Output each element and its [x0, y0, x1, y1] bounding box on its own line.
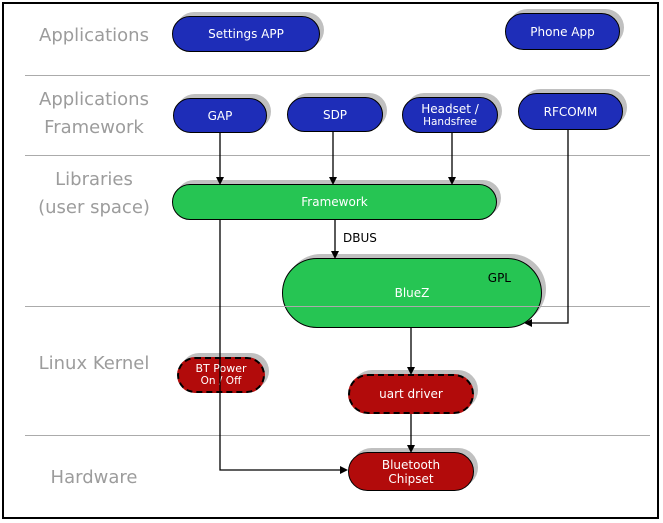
node-rfcomm-label: RFCOMM [543, 104, 598, 119]
layer-label-line: Linux Kernel [38, 353, 150, 374]
node-settings-app: Settings APP [172, 16, 320, 52]
node-uart-driver: uart driver [348, 374, 474, 414]
node-bluetooth-chipset: Bluetooth Chipset [348, 452, 474, 491]
node-settings-app-label: Settings APP [208, 27, 284, 41]
layer-label-line: Applications [39, 89, 149, 110]
node-headset-label-line2: Handsfree [423, 115, 477, 128]
layer-label-applications-framework: Applications Framework [10, 86, 178, 142]
node-chipset-label-line1: Bluetooth [381, 457, 441, 472]
node-rfcomm: RFCOMM [518, 93, 623, 130]
node-bluez-label: BlueZ [394, 286, 430, 300]
layer-label-linux-kernel: Linux Kernel [10, 350, 178, 378]
arrowhead-framework-chipset [340, 466, 348, 474]
node-bt-power-label-line1: BT Power [195, 362, 247, 375]
node-framework-label: Framework [301, 195, 368, 209]
node-bluez: BlueZ GPL [282, 258, 542, 328]
node-headset-label-line1: Headset / [421, 101, 479, 116]
layer-label-hardware: Hardware [10, 464, 178, 492]
layer-label-line: (user space) [38, 197, 150, 218]
node-bt-power-on-off: BT Power On / Off [177, 357, 265, 393]
layer-label-libraries-user-space: Libraries (user space) [10, 166, 178, 222]
node-sdp-label: SDP [322, 107, 348, 122]
node-framework: Framework [172, 184, 497, 220]
layer-label-line: Libraries [55, 169, 133, 190]
node-chipset-label-line2: Chipset [388, 471, 434, 486]
layer-label-line: Hardware [50, 467, 138, 488]
node-gap: GAP [173, 98, 267, 133]
node-phone-app: Phone App [505, 13, 620, 50]
node-uart-driver-label: uart driver [379, 387, 443, 401]
node-bt-power-label-line2: On / Off [200, 375, 242, 387]
bluez-license-note: GPL [487, 271, 511, 285]
node-gap-label: GAP [207, 108, 233, 123]
layer-label-line: Applications [39, 25, 149, 46]
node-sdp: SDP [287, 97, 383, 132]
layer-label-applications: Applications [10, 22, 178, 50]
layer-label-line: Framework [44, 117, 144, 138]
edge-label-dbus: DBUS [343, 231, 377, 245]
node-phone-app-label: Phone App [530, 24, 595, 39]
node-headset-handsfree: Headset / Handsfree [402, 97, 498, 133]
